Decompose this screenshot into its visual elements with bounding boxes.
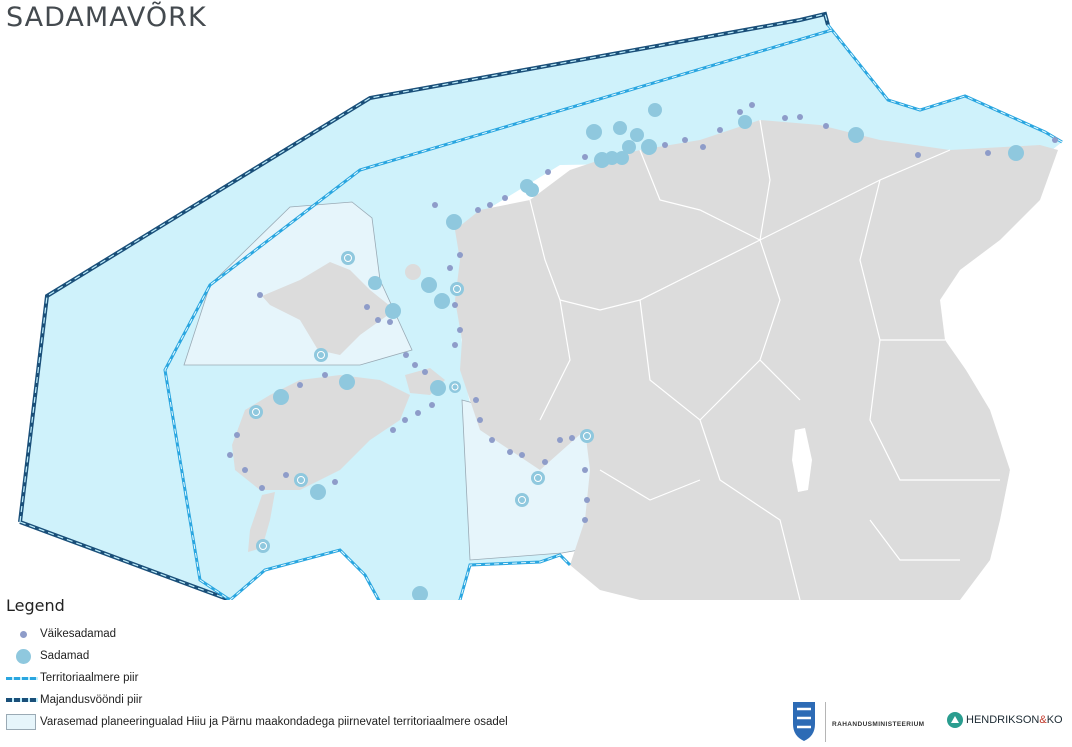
legend-item-previous-area: Varasemad planeeringualad Hiiu ja Pärnu … <box>6 711 626 733</box>
harbour-rings <box>252 254 591 550</box>
saaremaa <box>232 375 410 490</box>
hiiumaa <box>262 262 395 355</box>
sorve-peninsula <box>248 492 275 552</box>
legend-label: Sadamad <box>40 650 90 662</box>
hendrikson-name: HENDRIKSON <box>966 714 1040 726</box>
legend-label: Territoriaalmere piir <box>40 672 139 684</box>
port-network-map <box>18 11 1072 600</box>
hendrikson-amp: & <box>1039 714 1047 726</box>
legend-label: Varasemad planeeringualad Hiiu ja Pärnu … <box>40 716 508 728</box>
harbours <box>249 103 1024 600</box>
small-dot-icon <box>6 625 40 643</box>
area-swatch-icon <box>6 713 40 731</box>
ministry-logo-text: RAHANDUSMINISTEERIUM <box>832 721 925 728</box>
legend-item-small-harbours: Väikesadamad <box>6 623 626 645</box>
legend-label: Majandusvööndi piir <box>40 694 143 706</box>
legend-item-eez: Majandusvööndi piir <box>6 689 626 711</box>
lake-vortsjarv <box>792 428 812 492</box>
island-vormsi <box>405 264 421 280</box>
eez-line-icon <box>6 691 40 709</box>
legend-item-territorial: Territoriaalmere piir <box>6 667 626 689</box>
map-title: SADAMAVÕRK <box>6 2 207 33</box>
estonian-coat-of-arms-icon <box>793 702 815 741</box>
lake-peipus-shore <box>945 190 1072 600</box>
hendrikson-tail: KO <box>1046 714 1063 726</box>
legend: Legend Väikesadamad Sadamad Territoriaal… <box>6 596 626 733</box>
logo-divider <box>825 702 826 742</box>
large-dot-icon <box>6 647 40 665</box>
footer-logos: RAHANDUSMINISTEERIUM HENDRIKSON&KO <box>790 700 1072 744</box>
small-harbours <box>227 102 1058 523</box>
hendrikson-logo-text: HENDRIKSON&KO <box>966 714 1063 726</box>
county-borders <box>529 119 1000 600</box>
territorial-line-icon <box>6 669 40 687</box>
legend-item-harbours: Sadamad <box>6 645 626 667</box>
hendrikson-logo-icon <box>947 712 963 728</box>
legend-title: Legend <box>6 596 65 615</box>
legend-label: Väikesadamad <box>40 628 117 640</box>
